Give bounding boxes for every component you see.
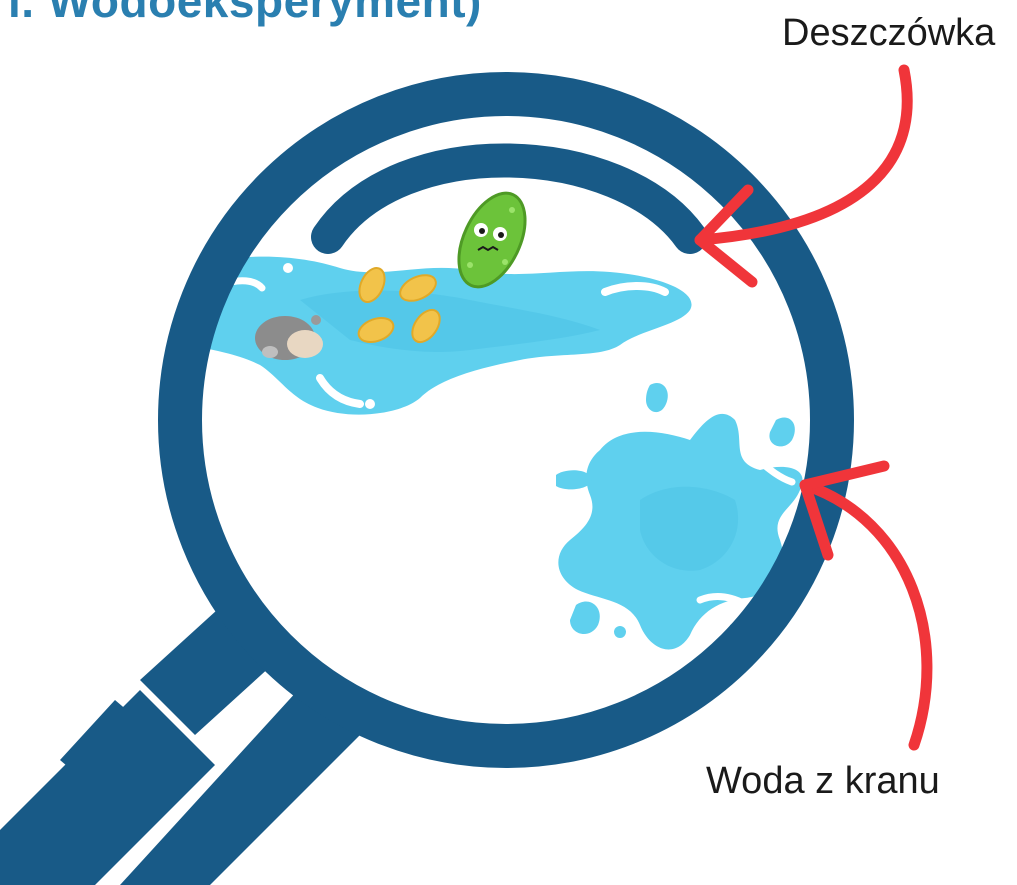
- tap-water-label: Woda z kranu: [706, 760, 940, 803]
- rainwater-label: Deszczówka: [782, 12, 995, 55]
- dirt-particle-icon: [255, 315, 323, 360]
